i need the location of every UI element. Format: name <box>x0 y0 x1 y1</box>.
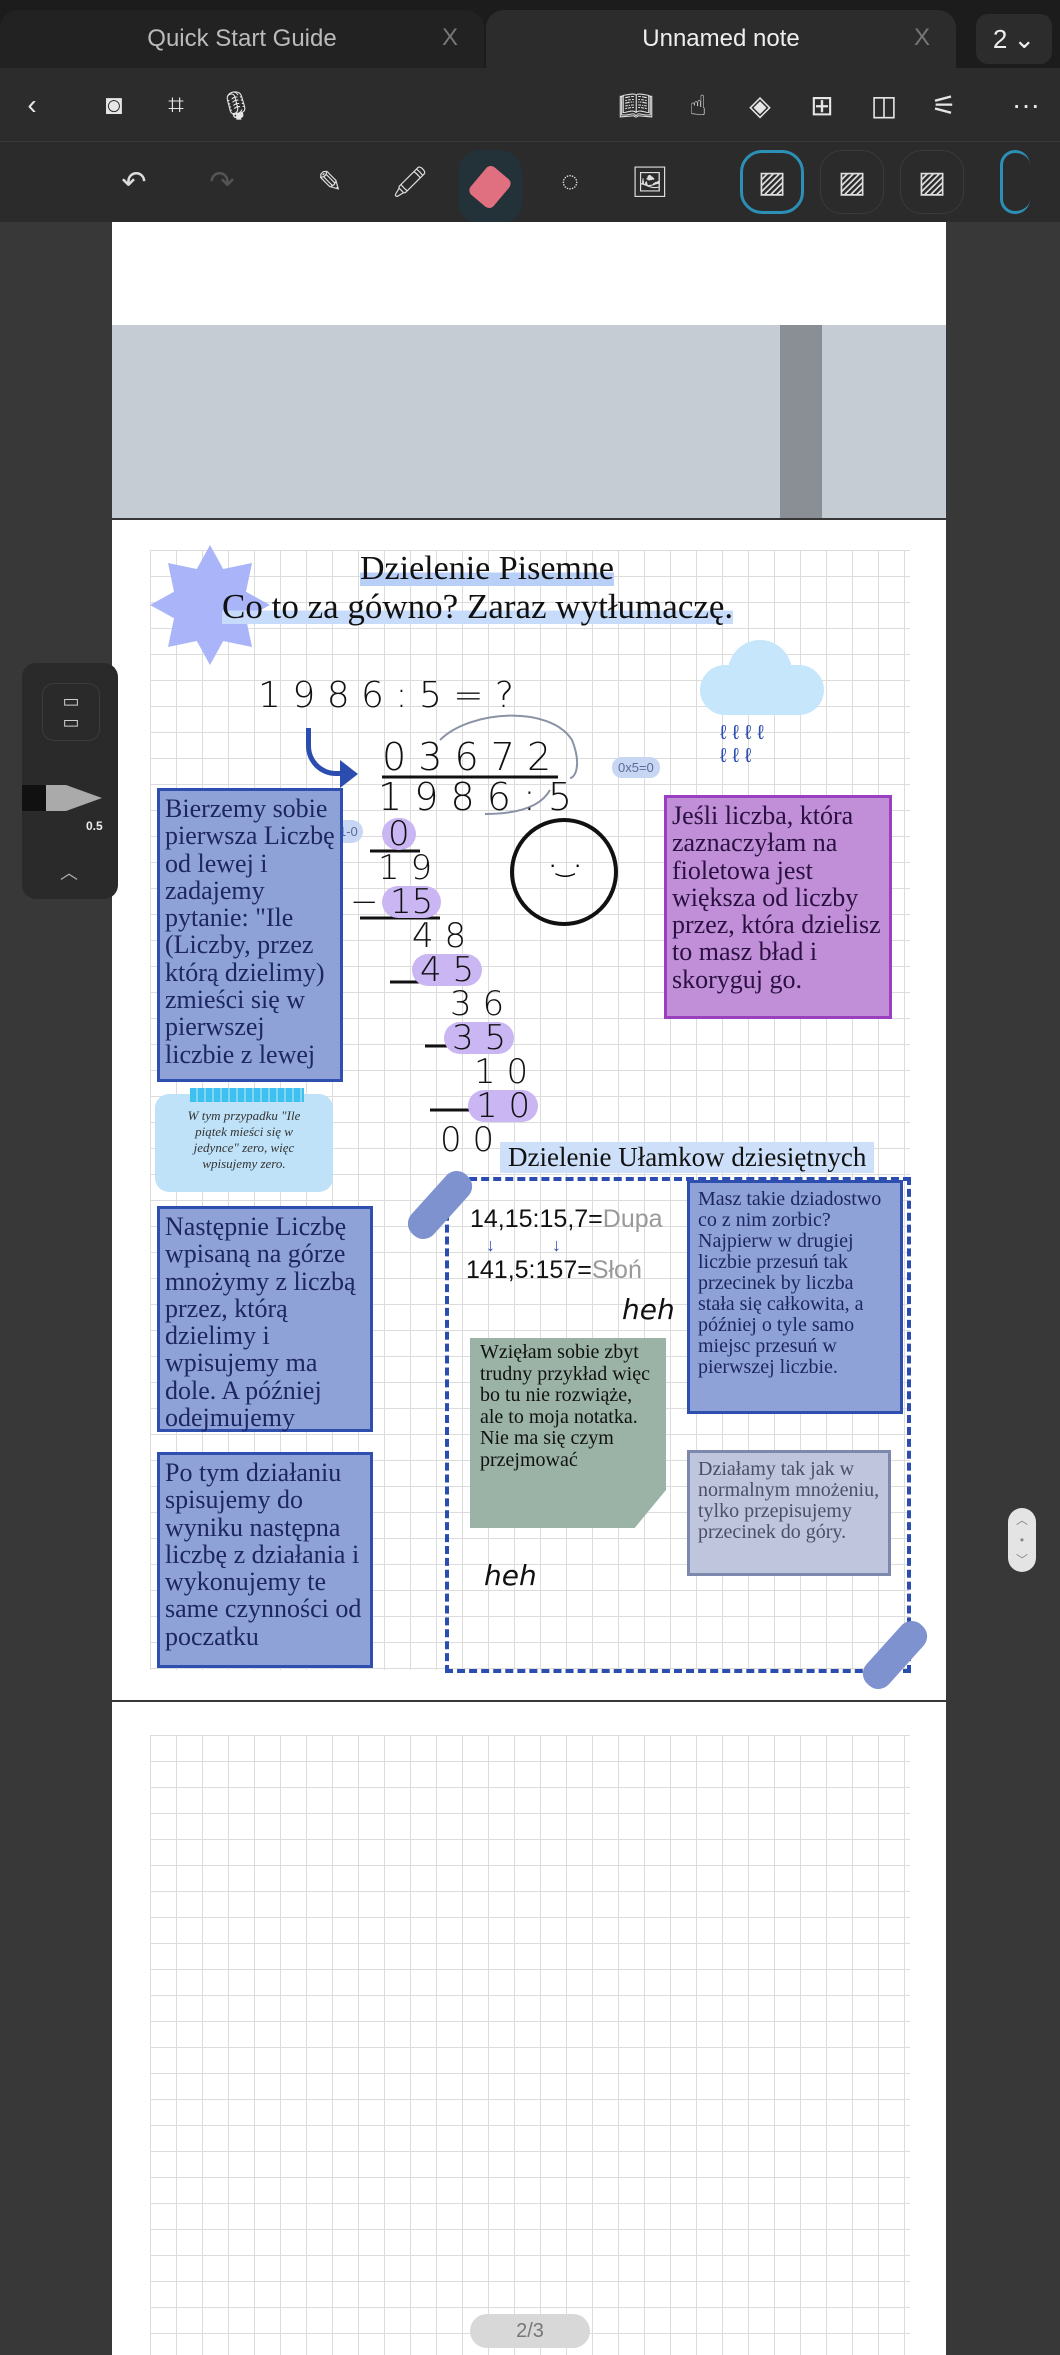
division-step: 3 5 <box>444 1021 515 1055</box>
sticky-note: W tym przypadku "Ile piątek mieści się w… <box>155 1094 333 1192</box>
drawing-toolbar: ↶ ↷ ✎ 🖍︎ ◌ 🖼︎ ▨ ▨ ▨ <box>0 142 1060 224</box>
camera-icon[interactable]: ◙ <box>105 89 123 120</box>
explanation-box-3: Po tym działaniu spisujemy do wyniku nas… <box>157 1452 373 1668</box>
equation-note: Dupa <box>602 1205 663 1233</box>
tip-box-multiplication: Działamy tak jak w normalnym mnożeniu, t… <box>687 1450 891 1576</box>
smiley-face-drawing: ·‿· <box>510 818 618 926</box>
eraser-tool-icon[interactable] <box>458 150 522 224</box>
division-step: 4 8 <box>412 916 467 956</box>
touch-icon[interactable]: ☝︎ <box>689 89 707 121</box>
division-step: 3 6 <box>450 984 505 1024</box>
arrow-icon <box>306 728 346 776</box>
handwritten-heh: heh <box>622 1293 675 1326</box>
minus-sign: − <box>350 882 379 922</box>
dividend: 1 9 8 6 : 5 <box>378 775 573 819</box>
arrow-down-icon: ↓ <box>486 1235 495 1255</box>
page-3 <box>112 1702 946 2355</box>
tab-count-button[interactable]: 2⌄ <box>976 14 1052 64</box>
explanation-box-1: Bierzemy sobie pierwsza Liczbę od lewej … <box>157 788 343 1082</box>
close-tab-icon[interactable]: X <box>441 24 458 51</box>
division-step: 15 <box>382 885 442 919</box>
section-title-decimals: Dzielenie Ułamkow dziesiętnych <box>500 1142 875 1173</box>
carry-arrow-line <box>484 789 551 815</box>
equation-note: Słoń <box>591 1256 642 1284</box>
close-tab-icon[interactable]: X <box>913 24 930 51</box>
quotient: 0 3 6 7 2 <box>382 735 552 779</box>
eraser-option-2[interactable]: ▨ <box>820 150 884 214</box>
page-1 <box>112 222 946 518</box>
equation-text: 141,5:157= <box>466 1256 592 1284</box>
book-icon[interactable]: 📖︎ <box>618 89 654 121</box>
warning-box-purple: Jeśli liczba, która zaznaczyłam na fiole… <box>664 795 892 1019</box>
title-line-1: Dzielenie Pisemne <box>360 550 614 587</box>
tab-unnamed-note[interactable]: Unnamed note X <box>486 10 956 68</box>
smiley-face-icon: ·‿· <box>549 852 582 877</box>
division-step: 1 9 <box>378 848 433 888</box>
scroll-handle[interactable]: ︿•﹀ <box>1008 1508 1036 1572</box>
equation-2: 141,5:157=Słoń <box>466 1256 642 1285</box>
add-page-icon[interactable]: ⊞ <box>810 89 834 121</box>
grid-background <box>150 1735 910 2355</box>
color-option[interactable] <box>1000 150 1030 214</box>
division-step: 1 0 <box>474 1052 529 1092</box>
pen-tool-icon[interactable]: ✎ <box>317 165 343 199</box>
tab-label: Quick Start Guide <box>147 25 337 52</box>
layers-icon[interactable]: ◈ <box>749 89 771 121</box>
chevron-down-icon: ⌄ <box>1013 23 1036 54</box>
green-sticky-note: Wzięłam sobie zbyt trudny przykład więc … <box>470 1338 666 1528</box>
tape-decoration <box>190 1088 304 1102</box>
page-indicator: 2/3 <box>470 2314 590 2348</box>
highlighter-tool-icon[interactable]: 🖍︎ <box>390 165 430 199</box>
eraser-option-1[interactable]: ▨ <box>740 150 804 214</box>
pen-size-value: 0.5 <box>86 819 103 833</box>
pen-switch-icon[interactable]: ▭▭ <box>42 683 100 741</box>
division-step: 0 0 <box>440 1120 495 1160</box>
crop-icon[interactable]: ⌗ <box>168 88 184 120</box>
lasso-tool-icon[interactable]: ◌ <box>561 165 579 198</box>
handwritten-heh: heh <box>484 1559 537 1592</box>
eraser-option-3[interactable]: ▨ <box>900 150 964 214</box>
fountain-pen-icon[interactable] <box>22 785 102 811</box>
division-step: 1 0 <box>468 1089 539 1123</box>
microphone-icon[interactable]: 🎙︎ <box>218 89 254 121</box>
sidebar-icon[interactable]: ◫ <box>870 89 898 121</box>
division-problem: 1 9 8 6 : 5 = ? <box>258 675 515 716</box>
tab-bar: Quick Start Guide X Unnamed note X 2⌄ <box>0 0 1060 68</box>
division-step: 0 <box>382 817 416 851</box>
arrow-down-icon: ↓ <box>552 1235 561 1255</box>
title-line-2: Co to za gówno? Zaraz wytłumaczę. <box>222 587 734 626</box>
tab-label: Unnamed note <box>642 25 800 52</box>
back-icon[interactable]: ‹ <box>27 89 37 120</box>
more-icon[interactable]: ··· <box>1012 89 1040 120</box>
equation-text: 14,15:15,7= <box>470 1205 603 1233</box>
decimals-section-frame <box>445 1177 911 1673</box>
carry-arrow-line <box>439 714 579 779</box>
tip-box-decimals: Masz takie dziadostwo co z nim zorbic? N… <box>687 1180 903 1414</box>
arrow-head-icon <box>340 760 358 788</box>
top-toolbar: ‹ ◙ ⌗ 🎙︎ 📖︎ ☝︎ ◈ ⊞ ◫ ⚟ ··· <box>0 68 1060 142</box>
settings-sliders-icon[interactable]: ⚟ <box>931 89 957 121</box>
pen-settings-panel: ▭▭ 0.5 ︿ <box>22 663 118 899</box>
image-tool-icon[interactable]: 🖼︎ <box>630 165 670 199</box>
annotation-bubble: 0x5=0 <box>612 757 660 778</box>
tab-count: 2 <box>992 23 1008 54</box>
explanation-box-2: Następnie Liczbę wpisaną na górze mnożym… <box>157 1206 373 1432</box>
redo-icon[interactable]: ↷ <box>209 165 235 199</box>
division-step: 4 5 <box>412 953 483 987</box>
tab-quick-start-guide[interactable]: Quick Start Guide X <box>0 10 484 68</box>
chevron-up-icon[interactable]: ︿ <box>60 863 78 883</box>
page-image-stripe <box>780 325 822 518</box>
undo-icon[interactable]: ↶ <box>121 165 147 199</box>
equation-1: 14,15:15,7=Dupa <box>470 1205 663 1234</box>
